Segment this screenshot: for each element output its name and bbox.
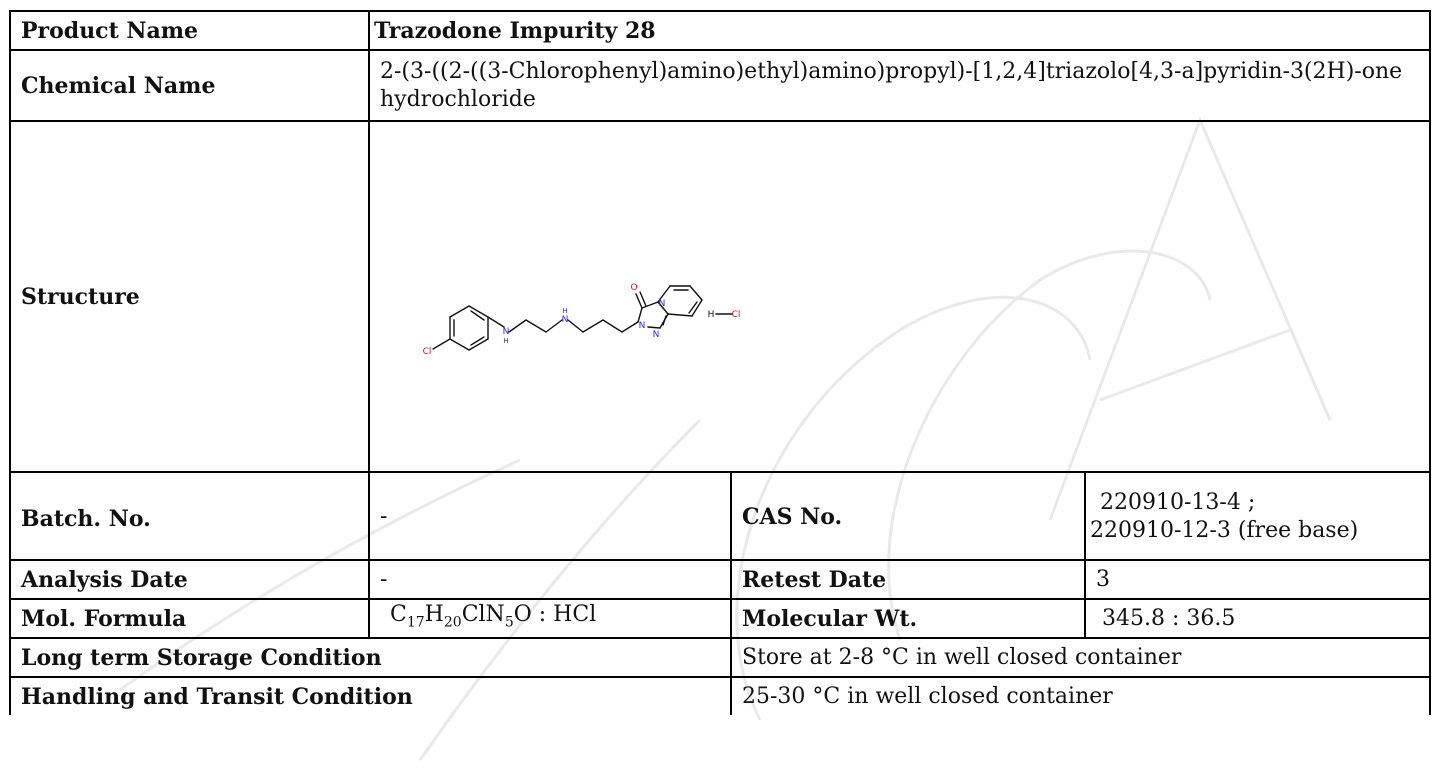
batch-no-value: - — [368, 471, 732, 561]
handling-transit-value: 25-30 °C in well closed container — [730, 676, 1431, 715]
mol-formula-value: C17H20ClN5O : HCl — [368, 598, 732, 639]
row-product-name: Product Name Trazodone Impurity 28 — [9, 10, 1431, 51]
cas-no-label: CAS No. — [730, 471, 1086, 561]
cas-no-line2: 220910-12-3 (free base) — [1090, 517, 1359, 543]
retest-date-label: Retest Date — [730, 559, 1086, 600]
atom-n2: N — [562, 315, 569, 325]
structure-label: Structure — [9, 120, 370, 473]
mol-formula-label: Mol. Formula — [9, 598, 370, 639]
coa-table: Product Name Trazodone Impurity 28 Chemi… — [9, 10, 1431, 715]
analysis-date-value: - — [368, 559, 732, 600]
row-handling-transit: Handling and Transit Condition 25-30 °C … — [9, 676, 1431, 715]
atom-h1: H — [503, 337, 508, 345]
atom-n4: N — [653, 330, 660, 340]
cas-no-value: 220910-13-4 ; 220910-12-3 (free base) — [1084, 471, 1431, 561]
product-name-value: Trazodone Impurity 28 — [368, 10, 1431, 51]
long-term-storage-value: Store at 2-8 °C in well closed container — [730, 637, 1431, 678]
row-chemical-name: Chemical Name 2-(3-((2-((3-Chlorophenyl)… — [9, 49, 1431, 122]
atom-n5: N — [659, 299, 666, 309]
structure-cell: Cl N H N H N N N O H Cl — [368, 120, 1431, 473]
handling-transit-label: Handling and Transit Condition — [9, 676, 732, 715]
analysis-date-label: Analysis Date — [9, 559, 370, 600]
long-term-storage-label: Long term Storage Condition — [9, 637, 732, 678]
atom-o: O — [630, 283, 637, 293]
retest-date-value: 3 — [1084, 559, 1431, 600]
row-formula-weight: Mol. Formula C17H20ClN5O : HCl Molecular… — [9, 598, 1431, 639]
row-structure: Structure — [9, 120, 1431, 473]
atom-cl: Cl — [423, 347, 432, 357]
molecular-wt-value: 345.8 : 36.5 — [1084, 598, 1431, 639]
atom-hcl-h: H — [708, 310, 715, 320]
atom-h2: H — [562, 307, 567, 315]
molecular-wt-label: Molecular Wt. — [730, 598, 1086, 639]
chemical-name-value: 2-(3-((2-((3-Chlorophenyl)amino)ethyl)am… — [368, 49, 1431, 122]
batch-no-label: Batch. No. — [9, 471, 370, 561]
row-long-term-storage: Long term Storage Condition Store at 2-8… — [9, 637, 1431, 678]
product-name-label: Product Name — [9, 10, 370, 51]
atom-n1: N — [503, 327, 510, 337]
chemical-name-label: Chemical Name — [9, 49, 370, 122]
chemical-structure-image: Cl N H N H N N N O H Cl — [423, 283, 741, 357]
cas-no-line1: 220910-13-4 ; — [1100, 489, 1256, 515]
atom-hcl-cl: Cl — [732, 310, 741, 320]
row-batch-cas: Batch. No. - CAS No. 220910-13-4 ; 22091… — [9, 471, 1431, 561]
atom-n3: N — [639, 321, 646, 331]
row-analysis-retest: Analysis Date - Retest Date 3 — [9, 559, 1431, 600]
